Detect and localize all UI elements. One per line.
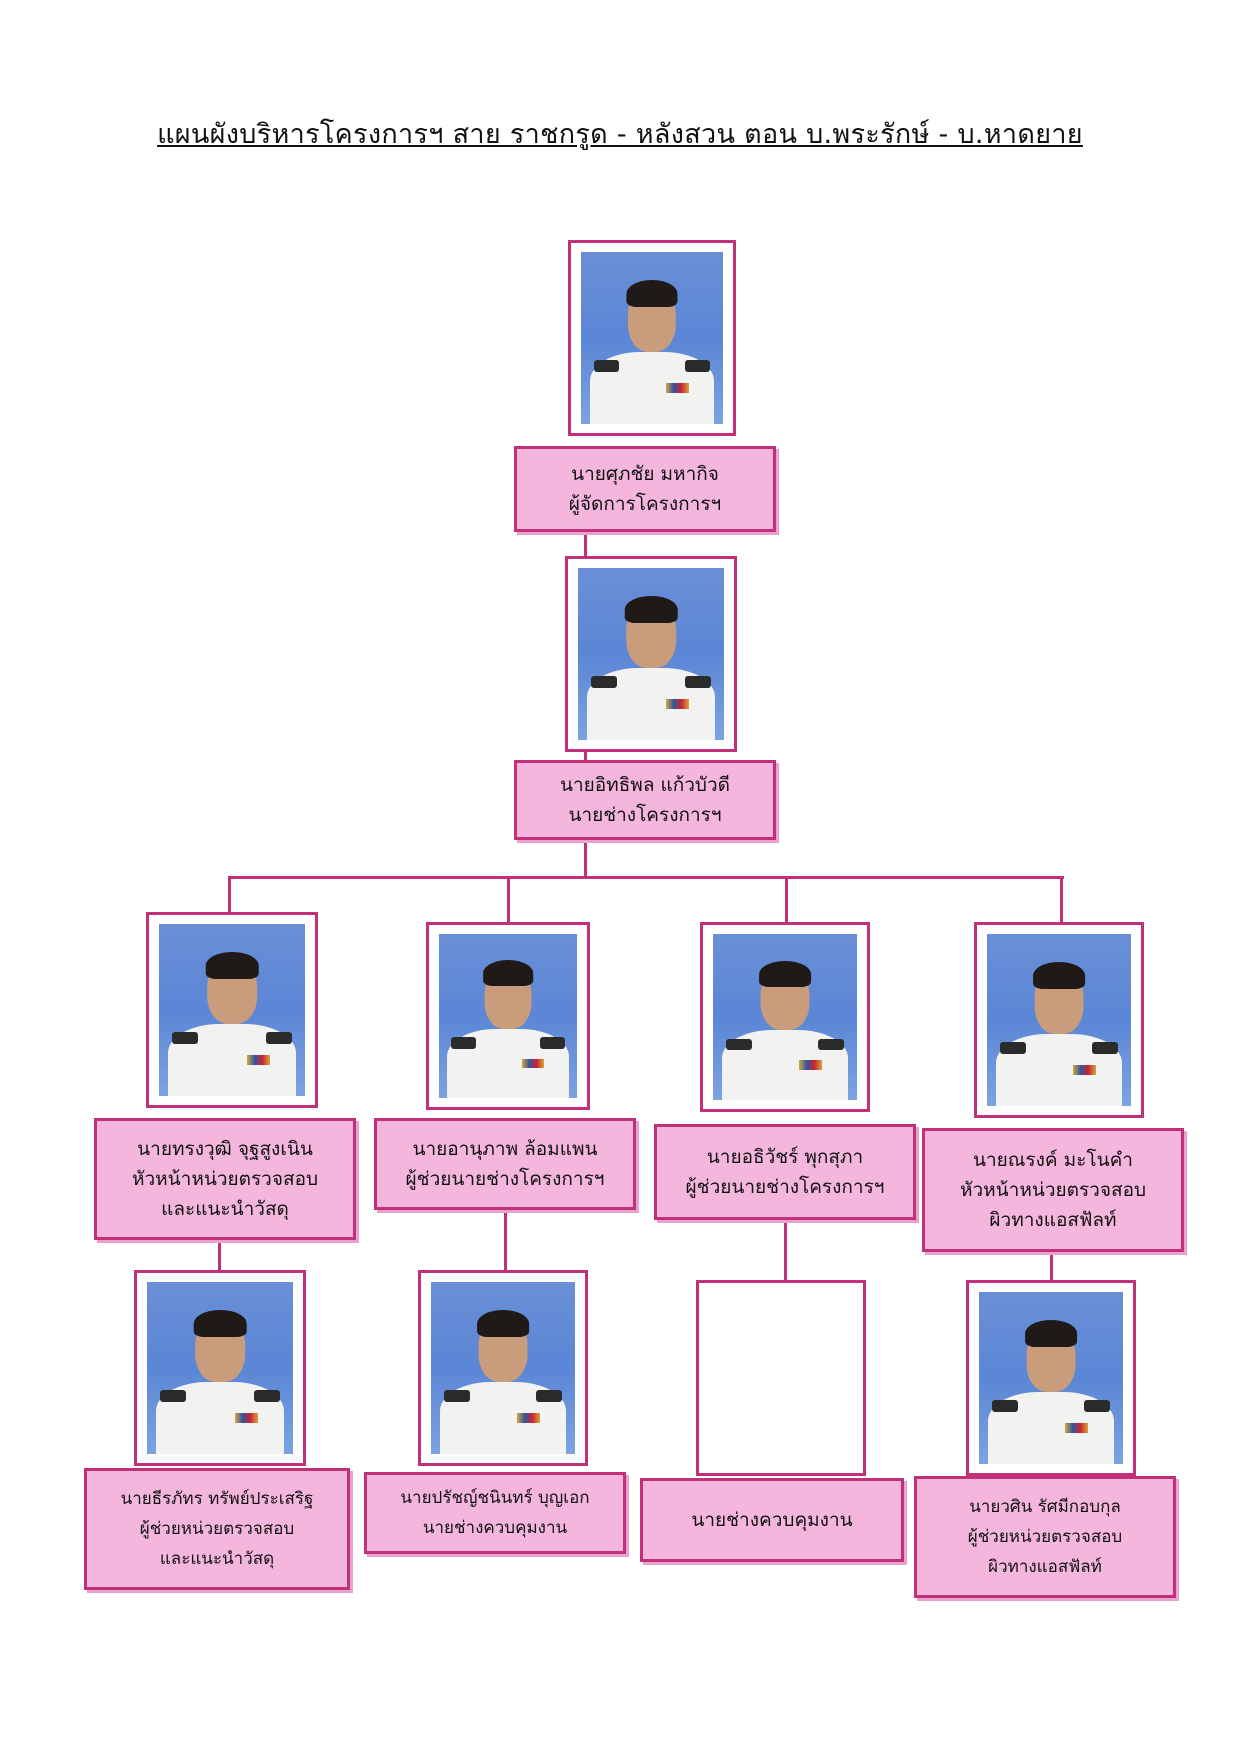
staff-name: นายอานุภาพ ล้อมแพน [412, 1138, 598, 1160]
staff-box: นายอธิวัชร์ พุกสุภา ผู้ช่วยนายช่างโครงกา… [654, 1124, 916, 1220]
sub-box: นายปรัชญ์ชนินทร์ บุญเอก นายช่างควบคุมงาน [364, 1472, 626, 1554]
sub-role: ผู้ช่วยหน่วยตรวจสอบ [139, 1519, 295, 1539]
page-title: แผนผังบริหารโครงการฯ สาย ราชกรูด - หลังส… [157, 119, 1083, 150]
staff-photo [426, 922, 590, 1110]
connector-line [507, 876, 510, 922]
connector-line [584, 748, 587, 760]
connector-line [584, 528, 587, 558]
manager-box: นายศุภชัย มหากิจ ผู้จัดการโครงการฯ [514, 446, 776, 532]
sub-photo [966, 1280, 1136, 1476]
connector-line [1050, 1252, 1053, 1282]
staff-role: หัวหน้าหน่วยตรวจสอบ [131, 1168, 319, 1190]
engineer-photo [565, 556, 737, 752]
sub-name: นายวศิน รัศมีกอบกุล [969, 1497, 1121, 1517]
sub-role: และแนะนำวัสดุ [159, 1549, 275, 1569]
staff-role: ผิวทางแอสฟัลท์ [989, 1209, 1117, 1231]
sub-name: นายธีรภัทร ทรัพย์ประเสริฐ [120, 1489, 314, 1509]
staff-role: และแนะนำวัสดุ [161, 1198, 289, 1220]
staff-box: นายณรงค์ มะโนคำ หัวหน้าหน่วยตรวจสอบ ผิวท… [922, 1128, 1184, 1252]
sub-role: นายช่างควบคุมงาน [422, 1518, 568, 1538]
staff-role: ผู้ช่วยนายช่างโครงการฯ [405, 1168, 605, 1190]
connector-line [785, 876, 788, 922]
staff-name: นายณรงค์ มะโนคำ [973, 1149, 1133, 1171]
sub-box: นายธีรภัทร ทรัพย์ประเสริฐ ผู้ช่วยหน่วยตร… [84, 1468, 350, 1590]
connector-line [218, 1240, 221, 1270]
connector-line [584, 838, 587, 878]
engineer-name: นายอิทธิพล แก้วบัวดี [559, 774, 731, 796]
manager-photo [568, 240, 736, 436]
staff-role: ผู้ช่วยนายช่างโครงการฯ [685, 1176, 885, 1198]
sub-role: ผิวทางแอสฟัลท์ [988, 1557, 1102, 1577]
connector-line [784, 1218, 787, 1282]
engineer-role: นายช่างโครงการฯ [568, 804, 722, 826]
engineer-box: นายอิทธิพล แก้วบัวดี นายช่างโครงการฯ [514, 760, 776, 840]
staff-photo [700, 922, 870, 1112]
staff-name: นายทรงวุฒิ จุฐสูงเนิน [137, 1138, 313, 1160]
staff-box: นายทรงวุฒิ จุฐสูงเนิน หัวหน้าหน่วยตรวจสอ… [94, 1118, 356, 1240]
sub-box: นายวศิน รัศมีกอบกุล ผู้ช่วยหน่วยตรวจสอบ … [914, 1476, 1176, 1598]
sub-role: นายช่างควบคุมงาน [691, 1509, 853, 1531]
sub-box: นายช่างควบคุมงาน [640, 1478, 904, 1562]
sub-photo-empty [696, 1280, 866, 1476]
staff-name: นายอธิวัชร์ พุกสุภา [706, 1146, 864, 1168]
staff-photo [146, 912, 318, 1108]
staff-photo [974, 922, 1144, 1118]
connector-line [228, 876, 1064, 879]
manager-role: ผู้จัดการโครงการฯ [568, 493, 722, 515]
sub-role: ผู้ช่วยหน่วยตรวจสอบ [967, 1527, 1123, 1547]
sub-name: นายปรัชญ์ชนินทร์ บุญเอก [400, 1488, 590, 1508]
manager-name: นายศุภชัย มหากิจ [571, 463, 719, 485]
connector-line [228, 876, 231, 912]
staff-role: หัวหน้าหน่วยตรวจสอบ [959, 1179, 1147, 1201]
connector-line [504, 1210, 507, 1274]
connector-line [1060, 876, 1063, 922]
staff-box: นายอานุภาพ ล้อมแพน ผู้ช่วยนายช่างโครงการ… [374, 1118, 636, 1210]
sub-photo [134, 1270, 306, 1466]
sub-photo [418, 1270, 588, 1466]
